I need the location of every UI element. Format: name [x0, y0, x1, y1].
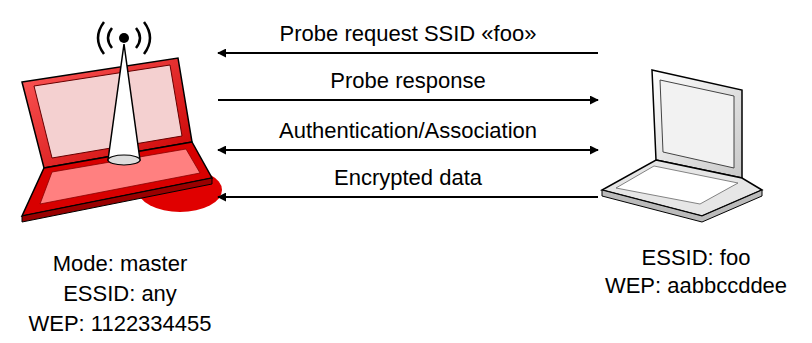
- red-laptop: [22, 22, 222, 222]
- config-line: Mode: master: [53, 249, 188, 279]
- laptop-edge: [602, 190, 762, 222]
- config-line: ESSID: any: [63, 279, 177, 309]
- config-line: ESSID: foo: [642, 244, 751, 272]
- message-arrow: [218, 52, 598, 54]
- message-arrow: [218, 196, 598, 198]
- message-arrow: [218, 149, 598, 151]
- config-line: WEP: aabbccddee: [605, 272, 787, 300]
- message-label: Authentication/Association: [276, 118, 540, 144]
- message-label: Encrypted data: [331, 165, 485, 191]
- message-arrow: [218, 99, 598, 101]
- laptop-node: Mode: masterESSID: anyWEP: 1122334455: [22, 0, 218, 341]
- laptop-screen: [660, 80, 734, 168]
- message-label: Probe request SSID «foo»: [277, 21, 540, 47]
- antenna-tip: [119, 33, 129, 43]
- laptop-keyboard-base: [602, 160, 762, 216]
- radio-waves: [98, 22, 150, 54]
- antenna: [108, 44, 140, 160]
- antenna-base: [108, 155, 140, 165]
- laptop-screen: [34, 65, 182, 158]
- config-line: WEP: 1122334455: [28, 309, 211, 339]
- keyboard: [40, 149, 200, 204]
- message-label: Probe response: [327, 68, 488, 94]
- white-laptop: [602, 70, 762, 222]
- laptop-node: ESSID: fooWEP: aabbccddee: [598, 0, 794, 300]
- laptop-edge: [22, 178, 212, 222]
